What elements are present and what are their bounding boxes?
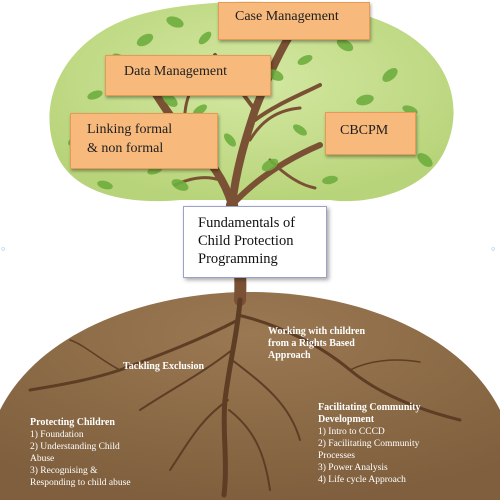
data-management-box: Data Management — [105, 55, 271, 96]
rights-line2: from a Rights Based — [268, 338, 355, 349]
facilitating-item-2-line2: Processes — [318, 451, 355, 461]
protecting-children-section: Protecting Children 1) Foundation 2) Und… — [30, 417, 190, 489]
tackling-text: Tackling Exclusion — [123, 361, 205, 372]
facilitating-item-2-line1: 2) Facilitating Community — [318, 439, 420, 449]
facilitating-item-3: 3) Power Analysis — [318, 463, 388, 473]
soil-mound — [0, 292, 500, 500]
protecting-item-3-line2: Responding to child abuse — [30, 478, 131, 488]
protecting-item-3-line1: 3) Recognising & — [30, 466, 98, 476]
protecting-item-2-line2: Abuse — [30, 454, 55, 464]
linking-formal-box: Linking formal & non formal — [70, 113, 218, 169]
linking-formal-line1: Linking formal — [87, 122, 173, 137]
fundamentals-line2: Child Protection — [198, 233, 294, 249]
protecting-title: Protecting Children — [30, 417, 115, 428]
left-edge-mark: ◦ — [0, 243, 7, 256]
cbcpm-label: CBCPM — [340, 123, 389, 138]
linking-formal-line2: & non formal — [87, 141, 164, 156]
protecting-item-2-line1: 2) Understanding Child — [30, 442, 120, 452]
case-management-label: Case Management — [235, 9, 339, 24]
tackling-exclusion-label: Tackling Exclusion — [123, 361, 243, 373]
fundamentals-box: Fundamentals of Child Protection Program… — [183, 206, 327, 278]
case-management-box: Case Management — [218, 2, 370, 40]
data-management-label: Data Management — [124, 64, 228, 79]
facilitating-item-4: 4) Life cycle Approach — [318, 475, 406, 485]
right-edge-mark: ◦ — [490, 243, 497, 256]
facilitating-title-line2: Development — [318, 414, 375, 425]
rights-based-label: Working with children from a Rights Base… — [268, 326, 408, 362]
facilitating-title-line1: Facilitating Community — [318, 402, 421, 413]
facilitating-development-section: Facilitating Community Development 1) In… — [318, 402, 493, 486]
protecting-item-1: 1) Foundation — [30, 430, 84, 440]
tree-roots — [28, 297, 462, 498]
cbcpm-box: CBCPM — [325, 112, 416, 155]
facilitating-item-1: 1) Intro to CCCD — [318, 427, 385, 437]
rights-line1: Working with children — [268, 326, 366, 337]
fundamentals-line3: Programming — [198, 251, 278, 267]
rights-line3: Approach — [268, 350, 311, 361]
fundamentals-line1: Fundamentals of — [198, 215, 296, 231]
